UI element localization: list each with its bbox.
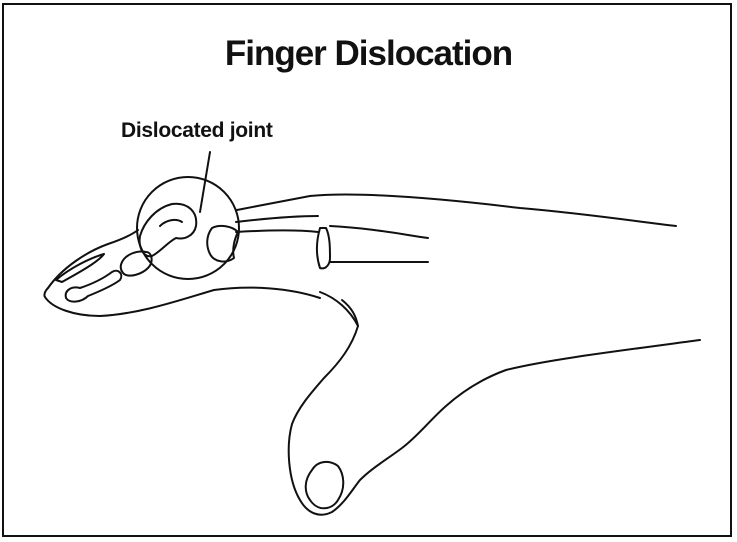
thumb-outline: [289, 292, 700, 515]
joint-base-bone: [207, 226, 238, 262]
proximal-phalanx-head-bone: [140, 204, 197, 257]
knuckle-bone: [317, 228, 330, 268]
thumb-nail-outline: [306, 462, 344, 508]
joint-socket-line: [160, 220, 182, 226]
joint-highlight-circle: [137, 177, 239, 279]
finger-outline-bottom: [45, 288, 320, 316]
proximal-phalanx-shaft: [236, 216, 318, 232]
fingertip-outline: [44, 288, 48, 297]
finger-outline-top: [48, 195, 676, 289]
metacarpal-bone: [330, 226, 428, 262]
